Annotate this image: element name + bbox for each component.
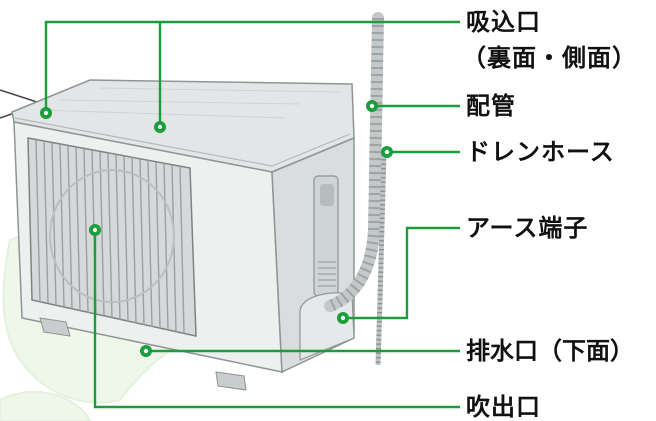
side-louver-slats xyxy=(318,261,336,287)
leader-dots xyxy=(40,100,393,357)
fan-grille-bars xyxy=(35,139,185,334)
foot-right xyxy=(215,371,247,391)
label-drain-outlet: 排水口（下面） xyxy=(466,337,634,365)
leader-intake xyxy=(44,20,460,113)
label-intake-sub: （裏面・側面） xyxy=(462,44,637,72)
dot-intake-right xyxy=(154,121,166,133)
unit-top-seam xyxy=(14,117,351,167)
dot-intake-left xyxy=(40,107,52,119)
label-intake: 吸込口 xyxy=(466,8,541,36)
dot-piping xyxy=(366,100,378,112)
leader-earth-terminal xyxy=(343,226,460,320)
unit-top-rib xyxy=(99,87,341,93)
label-earth-terminal: アース端子 xyxy=(466,214,589,242)
dot-drain-hose xyxy=(381,146,393,158)
leader-lines xyxy=(44,20,460,409)
unit-top-rib xyxy=(39,109,286,119)
dot-earth-terminal xyxy=(337,312,349,324)
outdoor-unit xyxy=(11,79,355,391)
dot-drain-outlet xyxy=(140,345,152,357)
label-drain-hose: ドレンホース xyxy=(466,138,615,166)
dot-outlet xyxy=(89,224,101,236)
fan-blade-shadow xyxy=(49,169,175,303)
label-outlet: 吹出口 xyxy=(466,393,541,421)
label-piping: 配管 xyxy=(466,92,516,120)
side-handle xyxy=(320,184,334,206)
leader-outlet xyxy=(93,230,460,409)
foot-left xyxy=(39,317,71,337)
piping-assembly xyxy=(324,12,387,366)
drain-hose-ribs xyxy=(375,149,387,366)
piping-pipe-wrap xyxy=(327,17,384,312)
terminal-cover xyxy=(299,292,355,361)
unit-top-rib xyxy=(59,99,301,105)
